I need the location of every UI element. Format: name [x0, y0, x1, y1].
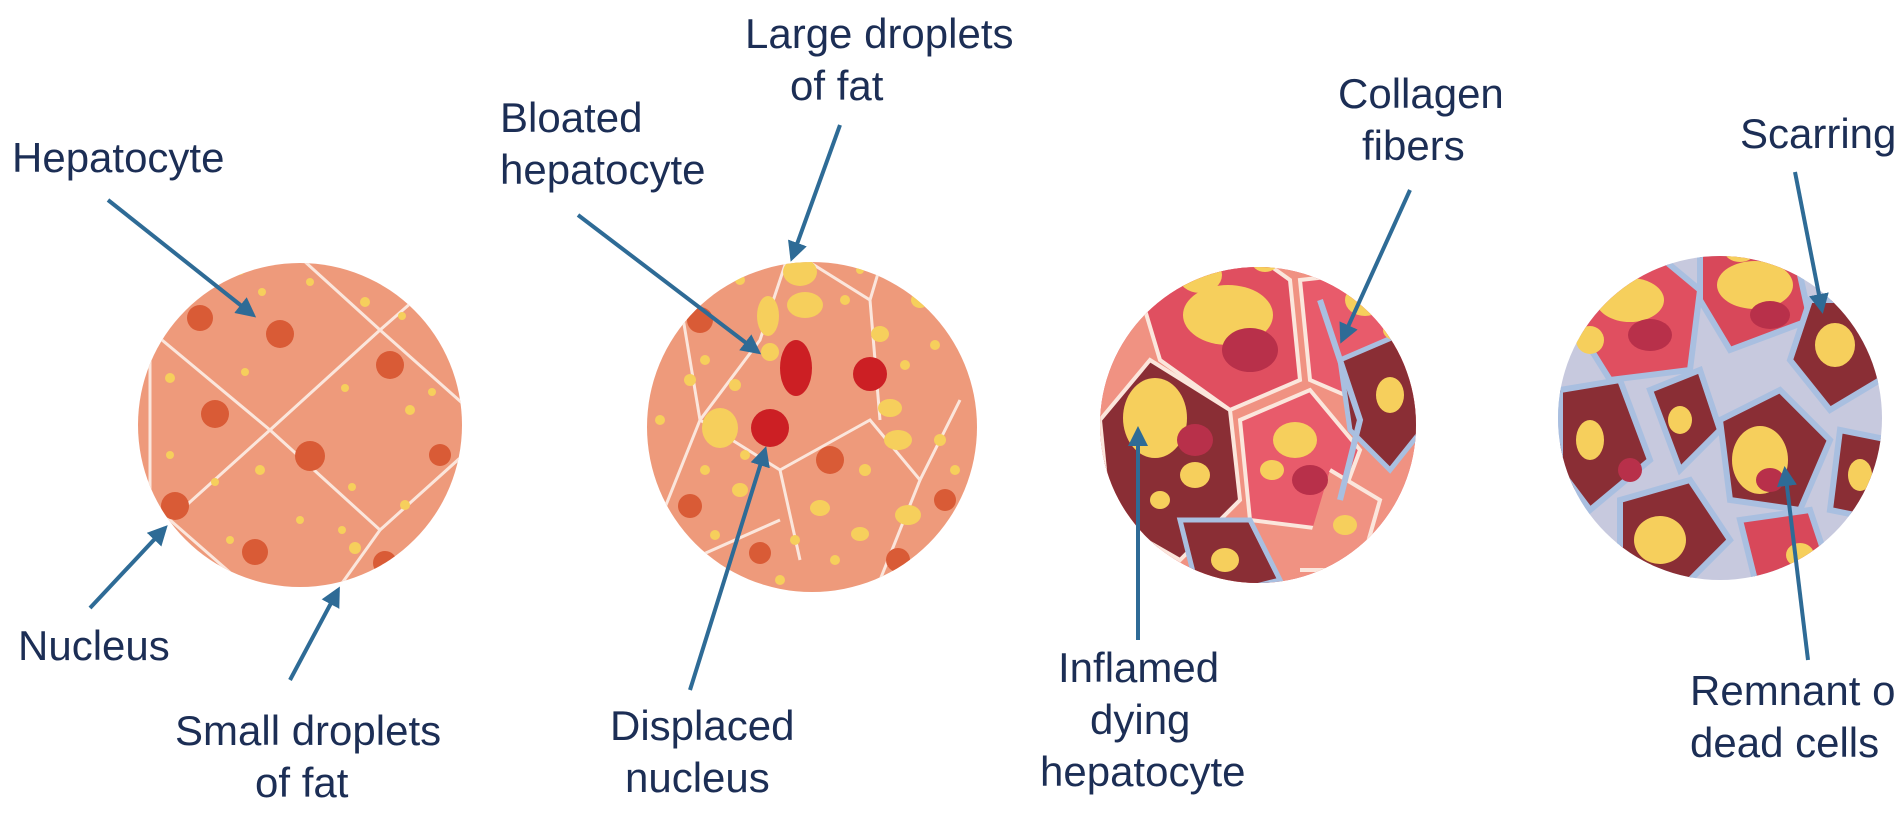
label-nucleus: Nucleus — [18, 622, 170, 669]
label-displaced-nucleus: Displaced nucleus — [610, 702, 806, 801]
arrow-large-droplets — [792, 125, 840, 258]
label-collagen-fibers: Collagen fibers — [1338, 70, 1515, 169]
arrow-small-droplets — [290, 590, 338, 680]
panel-healthy-liver: Hepatocyte Nucleus Small droplets of fat — [12, 134, 480, 806]
arrow-hepatocyte — [108, 200, 253, 315]
label-small-droplets: Small droplets of fat — [175, 707, 453, 806]
label-bloated-hepatocyte: Bloated hepatocyte — [500, 94, 706, 193]
label-scarring: Scarring — [1740, 110, 1895, 157]
label-large-droplets: Large droplets of fat — [745, 10, 1025, 109]
panel-cirrhosis: Scarring Remnant of dead cells — [1558, 110, 1895, 766]
label-inflamed-hepatocyte: Inflamed dying hepatocyte — [1040, 644, 1246, 795]
panel-steatohepatitis: Collagen fibers Inflamed dying hepatocyt… — [1040, 70, 1515, 795]
label-remnant-dead-cells: Remnant of dead cells — [1690, 667, 1895, 766]
arrow-collagen-fibers — [1342, 190, 1410, 340]
healthy-tissue-disc — [138, 263, 462, 587]
panel-fatty-liver: Large droplets of fat Bloated hepatocyte… — [500, 10, 1025, 801]
arrow-nucleus — [90, 528, 165, 608]
label-hepatocyte: Hepatocyte — [12, 134, 224, 181]
